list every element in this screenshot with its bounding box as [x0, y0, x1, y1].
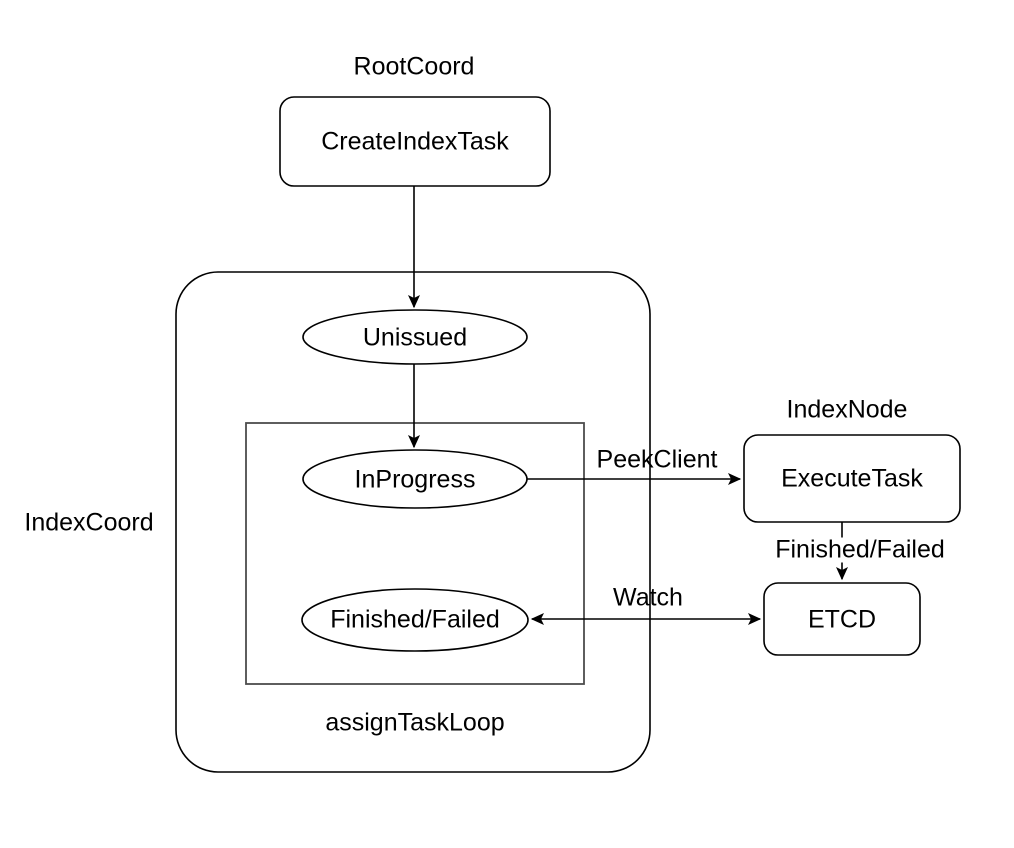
node-inprogress[interactable] [302, 449, 528, 509]
node-finished-failed-state[interactable] [301, 588, 529, 652]
assigntaskloop-container [245, 422, 585, 685]
node-etcd[interactable] [763, 582, 921, 656]
indexcoord-container [175, 271, 651, 773]
node-create-index-task[interactable] [279, 96, 551, 187]
node-execute-task[interactable] [743, 434, 961, 523]
node-unissued[interactable] [302, 309, 528, 365]
